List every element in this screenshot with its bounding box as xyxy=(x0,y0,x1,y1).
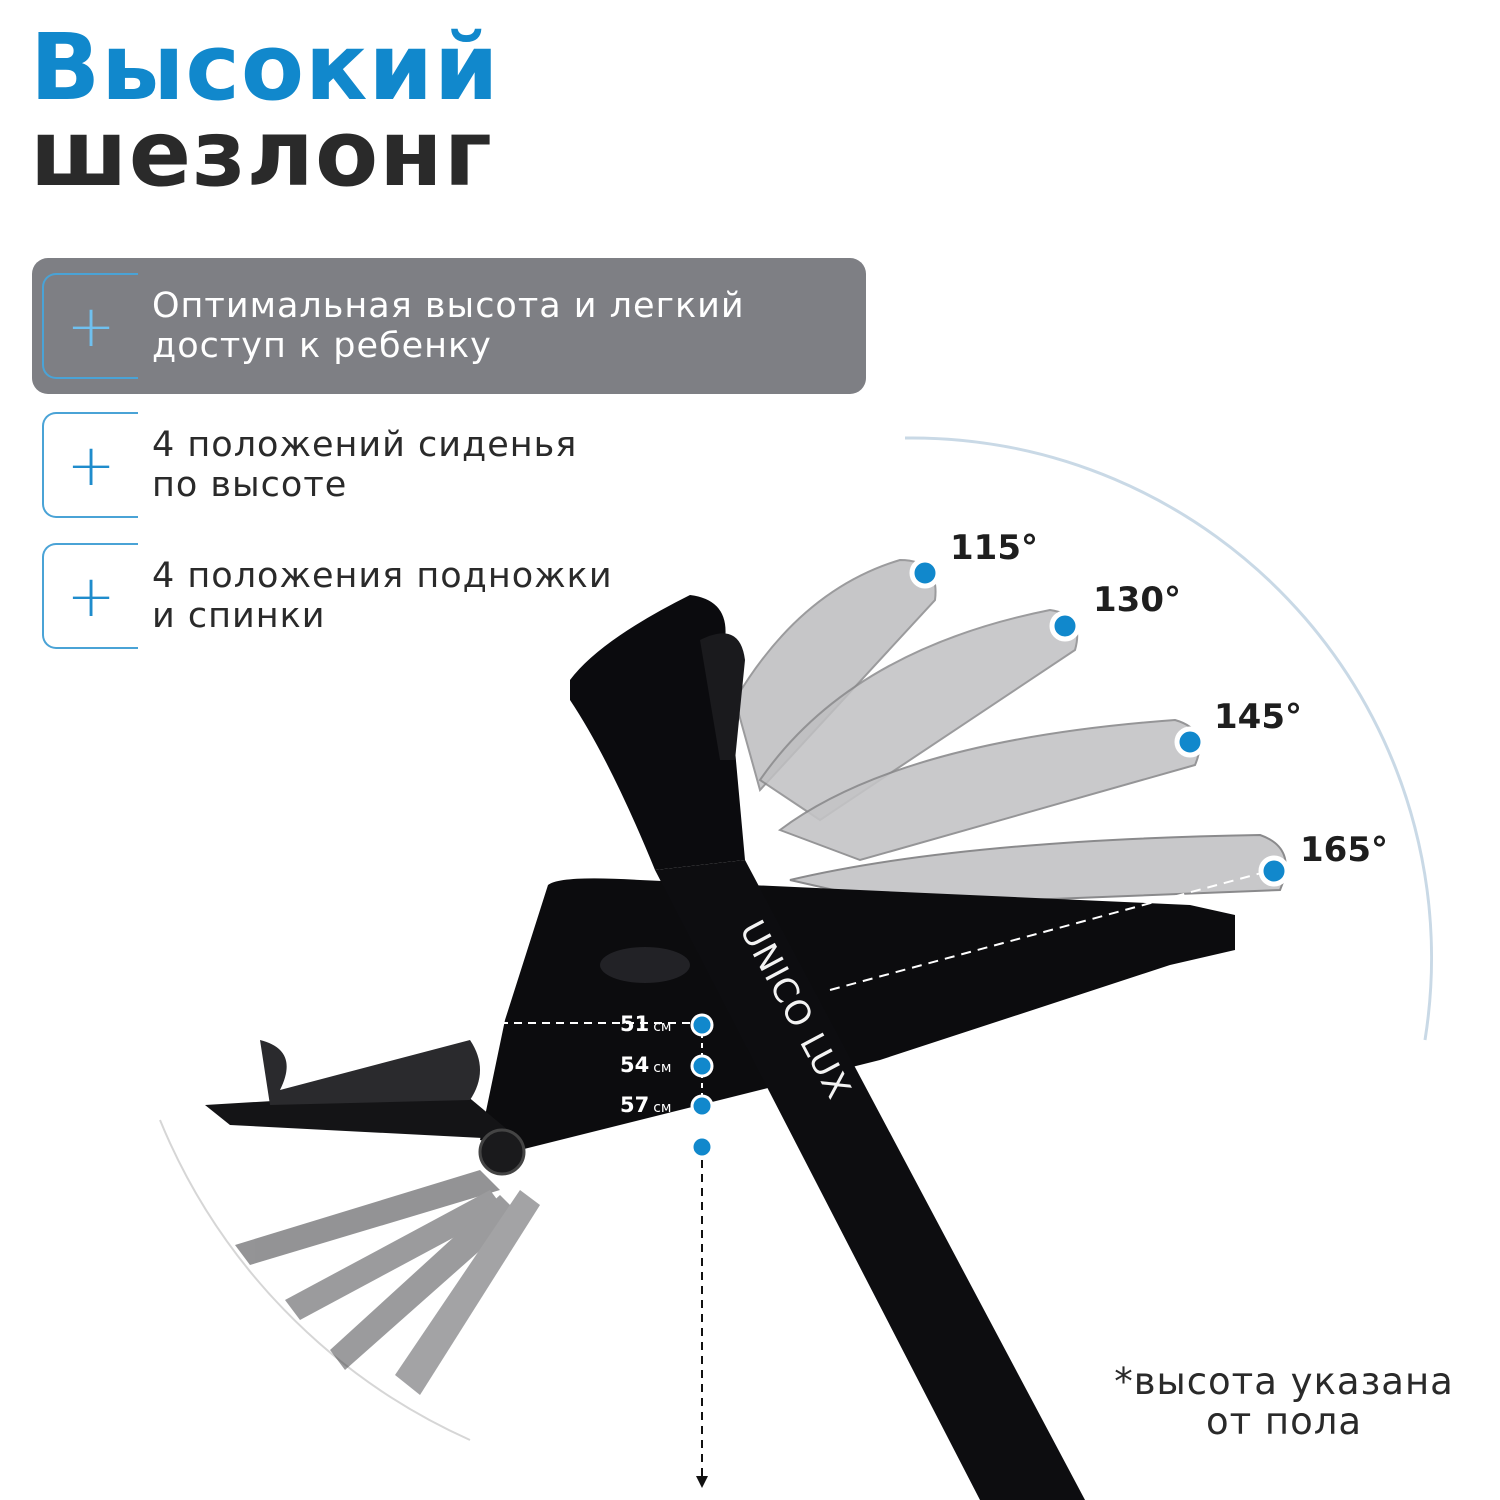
angle-label-165: 165° xyxy=(1300,830,1388,870)
height-dots xyxy=(690,1013,714,1159)
feature-item-seat-heights: + 4 положений сиденья по высоте xyxy=(32,412,577,518)
footrest-ghost-positions xyxy=(235,1170,540,1395)
chair-leg xyxy=(655,860,1085,1500)
height-value: 57 xyxy=(620,1093,650,1117)
feature-item-optimal-height: + Оптимальная высота и легкий доступ к р… xyxy=(32,258,866,394)
handle-edge xyxy=(700,633,745,760)
page-title-line2: шезлонг xyxy=(30,100,493,207)
feature-text: Оптимальная высота и легкий доступ к реб… xyxy=(152,286,745,366)
footnote-height-from-floor: *высота указана от пола xyxy=(1114,1360,1454,1443)
footrest-hinge xyxy=(478,1128,526,1176)
footrest-arc xyxy=(159,1119,471,1441)
angle-label-130: 130° xyxy=(1093,580,1181,620)
height-unit: см xyxy=(653,1019,672,1035)
height-unit: см xyxy=(653,1100,672,1116)
plus-icon: + xyxy=(66,562,116,630)
height-unit: см xyxy=(653,1141,672,1157)
feature-text: 4 положений сиденья по высоте xyxy=(152,425,578,505)
height-value: 54 xyxy=(620,1053,650,1077)
seat-base xyxy=(480,878,1235,1150)
plus-icon-box: + xyxy=(42,543,138,649)
recline-arc xyxy=(904,436,1433,1041)
height-unit: см xyxy=(653,1060,672,1076)
plus-icon: + xyxy=(66,431,116,499)
footrest-top-pad xyxy=(260,1040,480,1105)
height-value: 51 xyxy=(620,1012,650,1036)
page-title-line1: Высокий xyxy=(30,14,500,121)
angle-label-145: 145° xyxy=(1214,697,1302,737)
feature-item-footrest-backrest: + 4 положения подножки и спинки xyxy=(32,543,613,649)
angle-dots xyxy=(909,557,1290,887)
chair-handle xyxy=(570,595,745,870)
floor-arrow-icon xyxy=(696,1476,708,1488)
feature-text: 4 положения подножки и спинки xyxy=(152,556,613,636)
plus-icon: + xyxy=(66,292,116,360)
angle-label-115: 115° xyxy=(950,528,1038,568)
recline-guide-line xyxy=(829,871,1266,991)
height-value: 61 xyxy=(620,1134,650,1158)
seat-handle xyxy=(600,947,690,983)
plus-icon-box: + xyxy=(42,273,138,379)
plus-icon-box: + xyxy=(42,412,138,518)
